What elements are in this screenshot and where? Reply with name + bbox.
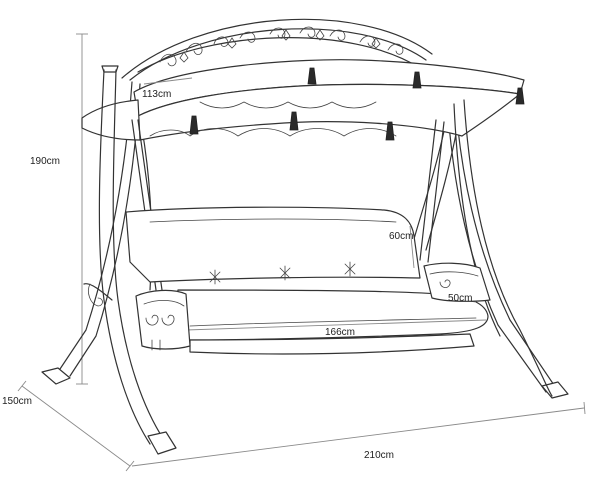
tassel-icon: [412, 71, 422, 89]
tuft-icon: [279, 265, 291, 281]
right-armrest: [423, 262, 491, 302]
top-arch: [121, 18, 433, 81]
backrest-height-label: 60cm: [389, 231, 413, 242]
rear-left-foot: [41, 367, 71, 385]
seat-width-dimension-line: [185, 319, 487, 331]
rear-right-foot: [541, 381, 569, 399]
canopy: [81, 59, 525, 141]
tassel-icon: [307, 67, 317, 85]
side-scroll-ornament: [88, 283, 103, 307]
tassel-icon: [289, 111, 299, 131]
width-dimension-line: [131, 407, 585, 467]
canopy-tassels: [189, 67, 525, 141]
width-label: 210cm: [364, 450, 394, 461]
seat-width-label: 166cm: [325, 327, 355, 338]
canopy-side-panel: [81, 99, 141, 141]
armrest-scroll-ornament: [145, 314, 159, 326]
dimension-labels: 190cm 150cm 210cm 113cm 60cm 50cm 166cm: [2, 89, 472, 461]
dimension-lines: [17, 33, 586, 472]
depth-dimension-line: [21, 385, 131, 467]
cushion-buttons: [209, 261, 356, 285]
tassel-icon: [189, 115, 199, 135]
depth-label: 150cm: [2, 396, 32, 407]
canopy-valance: [137, 83, 521, 141]
left-armrest: [135, 289, 191, 350]
rear-frame: [41, 81, 569, 399]
arch-scrollwork: [159, 26, 404, 67]
swing-seat: [125, 206, 489, 355]
backrest-cushion: [125, 206, 421, 283]
tassel-icon: [385, 121, 395, 141]
tuft-icon: [209, 269, 221, 285]
height-label: 190cm: [30, 156, 60, 167]
tassel-icon: [515, 87, 525, 105]
front-frame: [83, 65, 553, 455]
armrests: [135, 262, 491, 351]
backrest-height-dimension-line: [409, 225, 415, 269]
tuft-icon: [344, 261, 356, 277]
front-left-foot: [147, 431, 177, 455]
seat-base: [189, 333, 475, 355]
canopy-depth-label: 113cm: [142, 89, 171, 100]
seat-depth-label: 50cm: [448, 293, 472, 304]
canopy-depth-dimension-line: [143, 77, 193, 85]
front-left-leg: [98, 69, 151, 445]
